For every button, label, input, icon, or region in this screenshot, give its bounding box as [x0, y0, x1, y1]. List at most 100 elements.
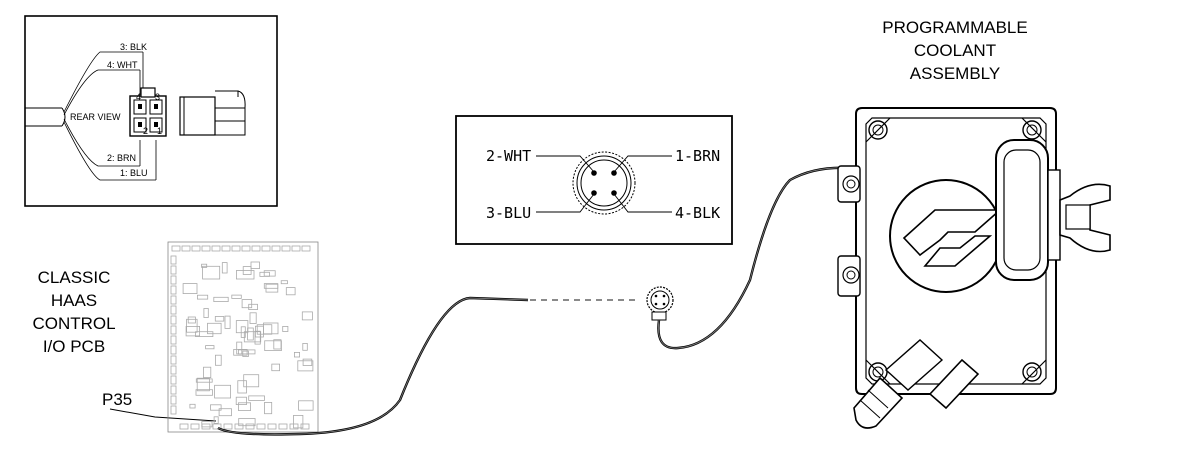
pin-label-brn: 2: BRN: [107, 153, 136, 163]
pcb-component: [236, 341, 243, 355]
pcb-component: [170, 255, 177, 265]
pcb-component: [263, 322, 279, 335]
pcb-component: [170, 295, 177, 305]
pcb-component: [170, 265, 177, 275]
pcb-component: [202, 265, 221, 280]
pcb-component: [297, 360, 314, 372]
pcb-component: [237, 349, 256, 355]
pcb-component: [241, 245, 251, 252]
pcb-component: [298, 400, 314, 411]
pcb-component: [237, 402, 251, 411]
pcb-component: [170, 305, 177, 315]
pin-label-wht: 4: WHT: [107, 60, 138, 70]
pcb-component: [235, 396, 247, 406]
pcb-component: [221, 262, 228, 274]
pcb-component: [245, 423, 255, 430]
connector-side-view: [179, 96, 216, 136]
pcb-component: [261, 245, 271, 252]
pcb-component: [170, 365, 177, 375]
pcb-component: [170, 345, 177, 355]
pcb-component: [302, 358, 313, 366]
pcb-component: [170, 275, 177, 285]
wire-blu: [63, 121, 156, 181]
pcb-component: [301, 311, 313, 321]
pcb-component: [281, 245, 291, 252]
pcb-component: [235, 270, 255, 280]
connector-inset: 3: BLK 4: WHT 2: BRN 1: BLU REAR VIEW 4 …: [24, 15, 278, 207]
pcb-component: [273, 339, 282, 350]
pcb-component: [247, 327, 254, 341]
pcb-component: [278, 423, 288, 430]
pcb-component: [181, 245, 191, 252]
m12-label-blu: 3-BLU: [486, 204, 531, 222]
pcb-component: [254, 330, 261, 345]
pcb-component: [187, 316, 196, 324]
pcb-component: [196, 377, 210, 392]
pcb-component: [170, 315, 177, 325]
pcb-component: [256, 423, 266, 430]
pcb-component: [282, 325, 289, 332]
pcb-component: [249, 312, 257, 324]
m12-pin-3: [591, 190, 597, 196]
p35-leader: [109, 408, 217, 422]
pcb-component: [238, 418, 256, 427]
pcb-component: [224, 315, 231, 329]
svg-text:I/O PCB: I/O PCB: [43, 337, 105, 356]
rear-view-label: REAR VIEW: [70, 112, 121, 122]
pin-number-1: 1: [157, 126, 162, 136]
m12-face: [580, 159, 628, 207]
pcb-component: [191, 245, 201, 252]
wire-brn: [63, 118, 140, 167]
pcb-component: [248, 303, 258, 310]
pcb-component: [271, 363, 280, 372]
pcb-component: [300, 423, 310, 430]
pcb-component: [235, 320, 249, 334]
pcb-component: [170, 325, 177, 335]
connector-inset-frame: [24, 15, 278, 207]
pcb-component: [189, 403, 196, 409]
pcb-component: [280, 280, 288, 285]
pcb-component: [170, 355, 177, 365]
pin-number-2: 2: [143, 126, 148, 136]
pcb-component: [211, 245, 221, 252]
svg-text:ASSEMBLY: ASSEMBLY: [910, 64, 1000, 83]
pcb-component: [186, 318, 198, 333]
pcb-component: [241, 299, 253, 309]
pcb-component: [248, 395, 265, 401]
pcb-component: [259, 271, 270, 277]
pcb-component: [170, 335, 177, 345]
pcb-component: [207, 322, 222, 335]
coolant-assembly: [837, 107, 1111, 429]
pcb-component: [203, 308, 209, 318]
io-pcb: [167, 241, 319, 433]
pcb-component: [291, 245, 301, 252]
pcb-component: [182, 283, 198, 295]
m12-pin-1: [611, 170, 617, 176]
svg-text:CONTROL: CONTROL: [32, 314, 115, 333]
wire-wht: [63, 69, 140, 116]
pcb-component: [170, 395, 177, 405]
p35-label: P35: [102, 390, 132, 409]
pcb-component: [250, 261, 260, 269]
pcb-component: [170, 405, 177, 415]
m12-connector-inset: 2-WHT 1-BRN 3-BLU 4-BLK: [455, 115, 733, 245]
pcb-component: [234, 423, 244, 430]
pcb-component: [231, 294, 242, 299]
pcb-component: [264, 401, 273, 415]
pcb-component: [170, 375, 177, 385]
pcb-component: [223, 423, 233, 430]
connector-latch: [140, 87, 156, 98]
m12-label-blk: 4-BLK: [675, 204, 720, 222]
pcb-component: [203, 366, 212, 379]
pcb-component: [185, 325, 201, 337]
pcb-component: [243, 331, 262, 343]
pcb-component: [214, 384, 232, 399]
pcb-component: [171, 245, 181, 252]
assembly-title: PROGRAMMABLE COOLANT ASSEMBLY: [882, 18, 1027, 83]
pcb-component: [231, 245, 241, 252]
pcb-component: [233, 348, 248, 356]
pcb-component: [195, 331, 214, 338]
pcb-component: [243, 374, 260, 388]
pcb-component: [301, 245, 311, 252]
